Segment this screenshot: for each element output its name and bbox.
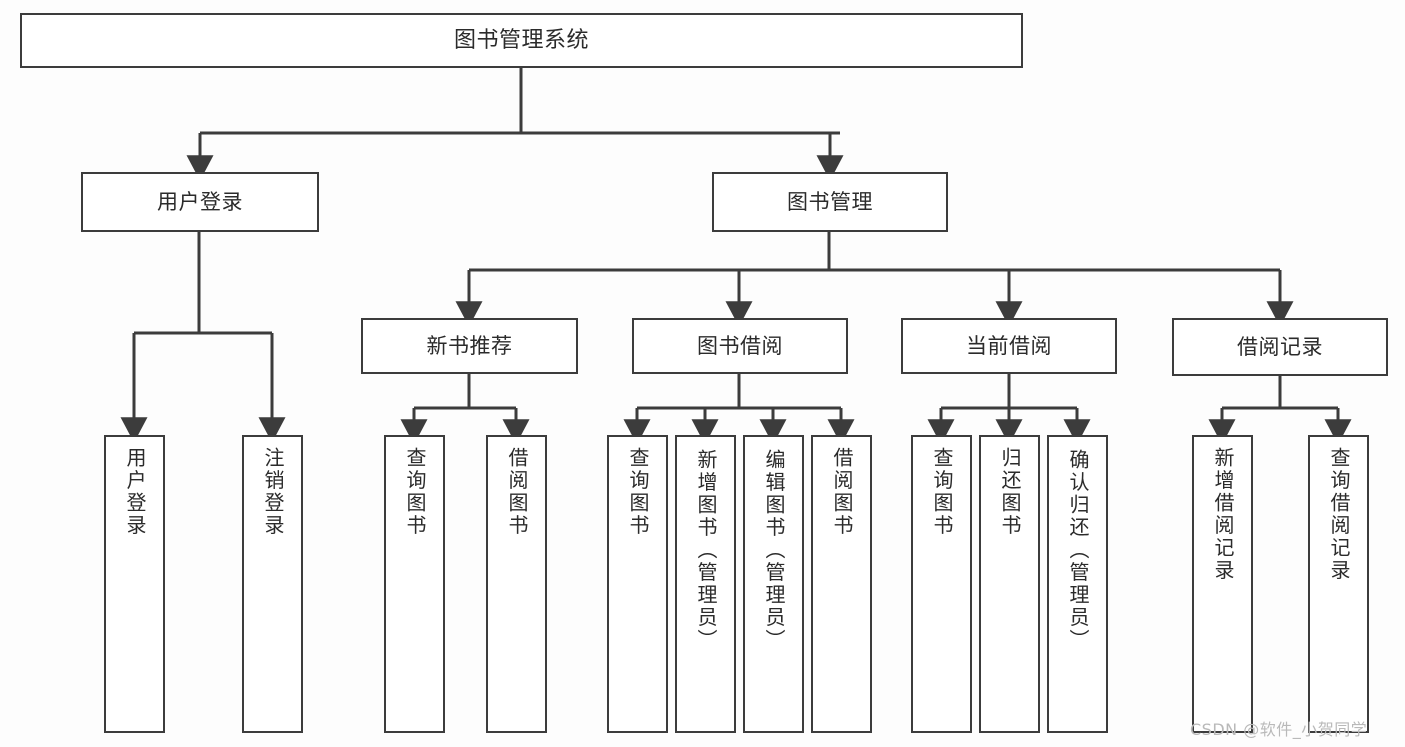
node-label: 查询借阅记录 [1327, 447, 1351, 582]
leaf-borrow-borrow-book[interactable]: 借阅图书 [811, 435, 872, 733]
leaf-current-query-book[interactable]: 查询图书 [911, 435, 972, 733]
leaf-borrow-add-book-admin[interactable]: 新增图书（管理员） [675, 435, 736, 733]
node-label: 新增借阅记录 [1211, 447, 1235, 582]
leaf-current-return-book[interactable]: 归还图书 [979, 435, 1040, 733]
node-label: 确认归还（管理员） [1066, 449, 1090, 652]
node-label: 借阅图书 [505, 447, 529, 537]
leaf-user-login-signin[interactable]: 用户登录 [104, 435, 165, 733]
node-label: 图书管理 [787, 189, 873, 214]
leaf-current-confirm-return-admin[interactable]: 确认归还（管理员） [1047, 435, 1108, 733]
leaf-records-query-record[interactable]: 查询借阅记录 [1308, 435, 1369, 733]
node-label: 编辑图书（管理员） [762, 449, 786, 652]
node-label: 新增图书（管理员） [694, 449, 718, 652]
leaf-recommend-borrow-book[interactable]: 借阅图书 [486, 435, 547, 733]
node-label: 用户登录 [157, 189, 243, 214]
node-root-system[interactable]: 图书管理系统 [20, 13, 1023, 68]
node-book-borrow[interactable]: 图书借阅 [632, 318, 848, 374]
node-borrow-records[interactable]: 借阅记录 [1172, 318, 1388, 376]
node-label: 当前借阅 [966, 333, 1052, 358]
node-label: 借阅记录 [1237, 334, 1323, 359]
node-label: 查询图书 [403, 447, 427, 537]
node-new-book-recommend[interactable]: 新书推荐 [361, 318, 578, 374]
node-book-management[interactable]: 图书管理 [712, 172, 948, 232]
node-label: 查询图书 [626, 447, 650, 537]
leaf-borrow-query-book[interactable]: 查询图书 [607, 435, 668, 733]
leaf-borrow-edit-book-admin[interactable]: 编辑图书（管理员） [743, 435, 804, 733]
node-label: 查询图书 [930, 447, 954, 537]
leaf-records-add-record[interactable]: 新增借阅记录 [1192, 435, 1253, 733]
leaf-user-login-signout[interactable]: 注销登录 [242, 435, 303, 733]
node-label: 归还图书 [998, 447, 1022, 537]
node-label: 注销登录 [261, 447, 285, 537]
node-label: 借阅图书 [830, 447, 854, 537]
csdn-watermark: CSDN @软件_小贺同学 [1190, 720, 1368, 739]
node-user-login[interactable]: 用户登录 [81, 172, 319, 232]
node-label: 图书管理系统 [453, 27, 589, 53]
node-label: 新书推荐 [426, 333, 513, 358]
node-label: 图书借阅 [697, 333, 783, 358]
node-current-borrow[interactable]: 当前借阅 [901, 318, 1117, 374]
node-label: 用户登录 [123, 447, 147, 537]
leaf-recommend-query-book[interactable]: 查询图书 [384, 435, 445, 733]
